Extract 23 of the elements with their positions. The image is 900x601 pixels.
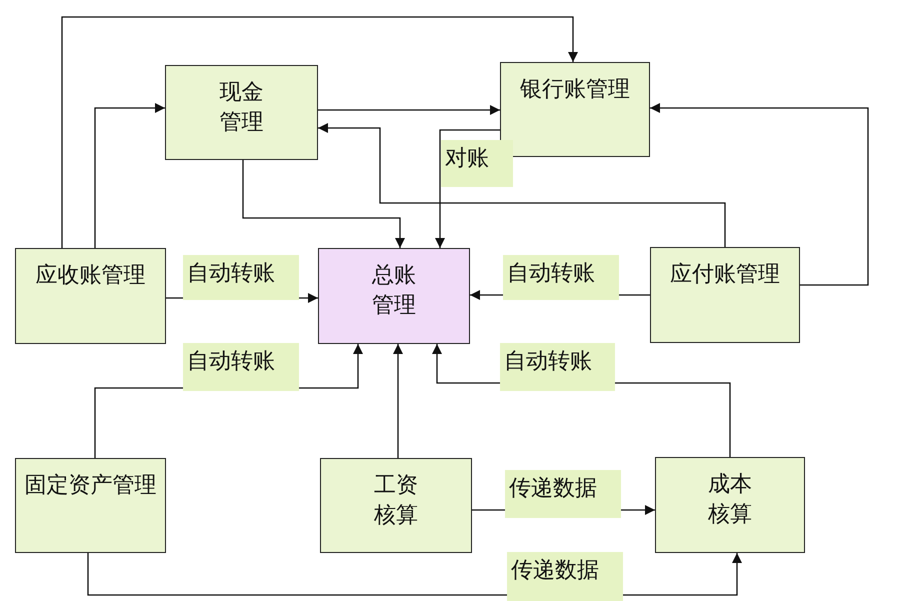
arrow [650, 103, 869, 286]
arrow [318, 105, 500, 115]
edge-label: 自动转账 [503, 255, 619, 300]
process-box: 现金管理 [165, 65, 318, 160]
arrow [435, 129, 500, 248]
process-box: 成本核算 [655, 457, 805, 553]
arrow [61, 16, 578, 248]
process-box: 银行账管理 [500, 62, 650, 157]
edge-label: 传递数据 [505, 470, 621, 518]
process-box: 应付账管理 [650, 247, 800, 343]
edge-label: 自动转账 [183, 343, 299, 391]
arrow [318, 123, 726, 247]
process-box: 固定资产管理 [15, 458, 166, 553]
edge-label: 自动转账 [183, 255, 299, 300]
edge-label: 对账 [441, 140, 513, 187]
arrow [94, 103, 165, 248]
process-box: 工资核算 [320, 458, 472, 553]
process-box: 应收账管理 [15, 248, 166, 344]
arrow [393, 344, 403, 458]
arrow [242, 160, 405, 248]
process-box: 总账管理 [318, 248, 470, 344]
edge-label: 传递数据 [507, 552, 623, 601]
edge-label: 自动转账 [500, 343, 615, 391]
